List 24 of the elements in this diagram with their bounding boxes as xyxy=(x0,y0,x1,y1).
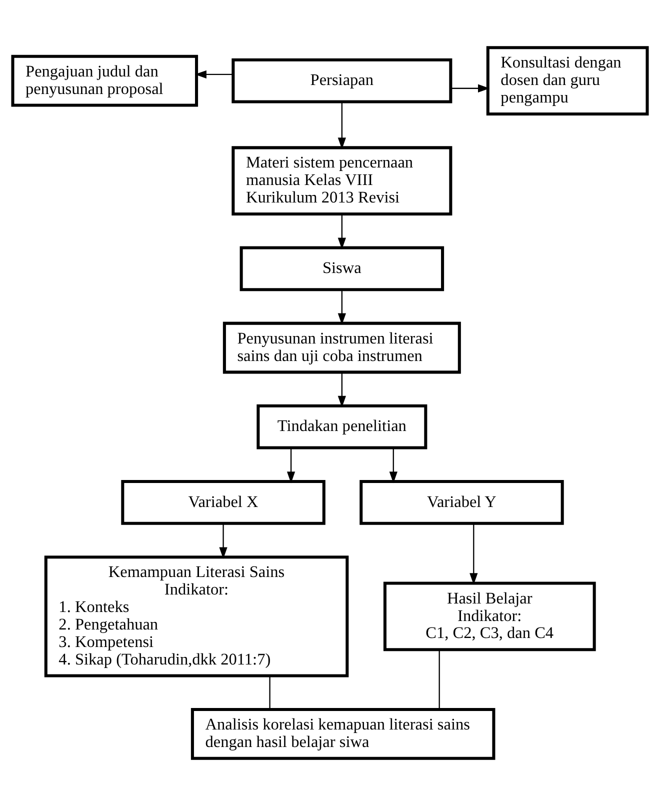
node-box: Pengajuan judul dan penyusunan proposal xyxy=(11,54,198,107)
node-box: Siswa xyxy=(240,246,444,292)
arrow xyxy=(470,524,478,585)
arrow xyxy=(286,448,296,484)
arrow xyxy=(338,290,346,325)
arrow xyxy=(389,448,398,484)
node-box: Persiapan xyxy=(232,58,452,104)
node-box: Tindakan penelitian xyxy=(256,404,428,450)
node-box: Kemampuan Literasi Sains Indikator: 1. Konteks 2. Pengetahuan 3. Kompetensi 4. Sikap (Toharudin,dkk 2011:7) xyxy=(44,556,349,678)
node-box: Variabel Y xyxy=(360,480,564,525)
node-box: Variabel X xyxy=(121,480,326,525)
node-box: Konsultasi dengan dosen dan guru pengampu xyxy=(486,46,649,116)
connector xyxy=(438,650,440,710)
node-box: Analisis korelasi kemapuan literasi sains dengan hasil belajar siwa xyxy=(190,708,496,760)
arrow xyxy=(338,372,346,408)
arrow xyxy=(338,102,346,150)
arrow xyxy=(450,84,490,92)
node-box: Materi sistem pencernaan manusia Kelas VIII Kurikulum 2013 Revisi xyxy=(232,146,452,216)
arrow xyxy=(338,214,346,250)
node-box: Penyusunan instrumen literasi sains dan uji coba instrumen xyxy=(222,322,461,374)
arrow xyxy=(194,70,233,78)
connector xyxy=(269,676,270,710)
arrow xyxy=(219,524,228,559)
node-box: Hasil Belajar Indikator: C1, C2, C3, dan C4 xyxy=(383,582,596,652)
